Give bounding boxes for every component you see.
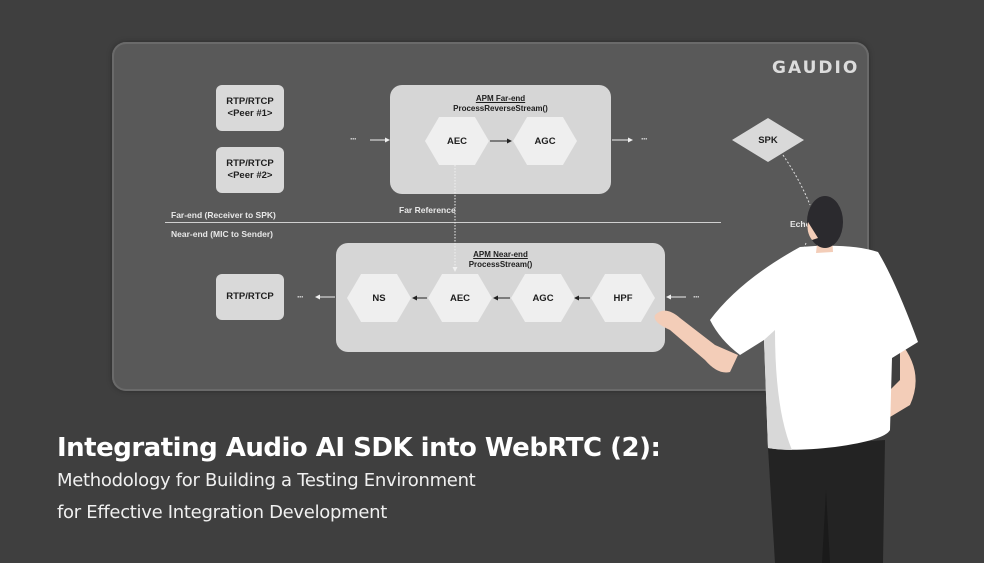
person-illustration xyxy=(654,196,918,563)
near-end-output-ellipsis: ··· xyxy=(297,292,304,302)
far-end-agc-module: AGC xyxy=(513,117,577,165)
peer-2-line2: <Peer #2> xyxy=(227,170,273,181)
article-title: Integrating Audio AI SDK into WebRTC (2)… xyxy=(57,433,661,463)
article-subtitle-line1: Methodology for Building a Testing Envir… xyxy=(57,470,476,491)
near-end-output-label: RTP/RTCP xyxy=(226,291,274,302)
peer-1-box: RTP/RTCP<Peer #1> xyxy=(216,85,284,131)
peer-1-line1: RTP/RTCP xyxy=(226,96,274,107)
apm-far-end-function: ProcessReverseStream() xyxy=(453,104,548,113)
near-end-hpf-module: HPF xyxy=(591,274,655,322)
section-divider xyxy=(165,222,721,223)
far-end-aec-module: AEC xyxy=(425,117,489,165)
apm-near-end-title: APM Near-end xyxy=(473,250,528,259)
far-reference-label: Far Reference xyxy=(399,205,456,215)
apm-far-end-title: APM Far-end xyxy=(475,94,526,103)
near-end-input-ellipsis: ··· xyxy=(693,292,700,302)
near-end-agc-module: AGC xyxy=(511,274,575,322)
article-subtitle-line2: for Effective Integration Development xyxy=(57,502,387,523)
peer-2-line1: RTP/RTCP xyxy=(226,158,274,169)
person-right-arm xyxy=(885,342,916,420)
apm-near-end-function: ProcessStream() xyxy=(468,260,533,269)
person-shirt xyxy=(710,245,918,450)
peer-1-line2: <Peer #1> xyxy=(227,108,273,119)
person-left-arm xyxy=(654,310,738,373)
gaudio-logo: GAUDIO xyxy=(772,58,860,78)
far-end-output-ellipsis: ··· xyxy=(641,134,648,144)
far-end-input-ellipsis: ··· xyxy=(350,134,357,144)
peer-2-box: RTP/RTCP<Peer #2> xyxy=(216,147,284,193)
echo-label: Echo xyxy=(790,219,811,229)
person-head xyxy=(807,196,843,248)
near-end-ns-module: NS xyxy=(347,274,411,322)
echo-path xyxy=(782,154,811,286)
near-end-section-label: Near-end (MIC to Sender) xyxy=(171,229,274,239)
near-end-aec-module: AEC xyxy=(428,274,492,322)
near-end-output-box: RTP/RTCP xyxy=(216,274,284,320)
far-end-section-label: Far-end (Receiver to SPK) xyxy=(171,210,276,220)
